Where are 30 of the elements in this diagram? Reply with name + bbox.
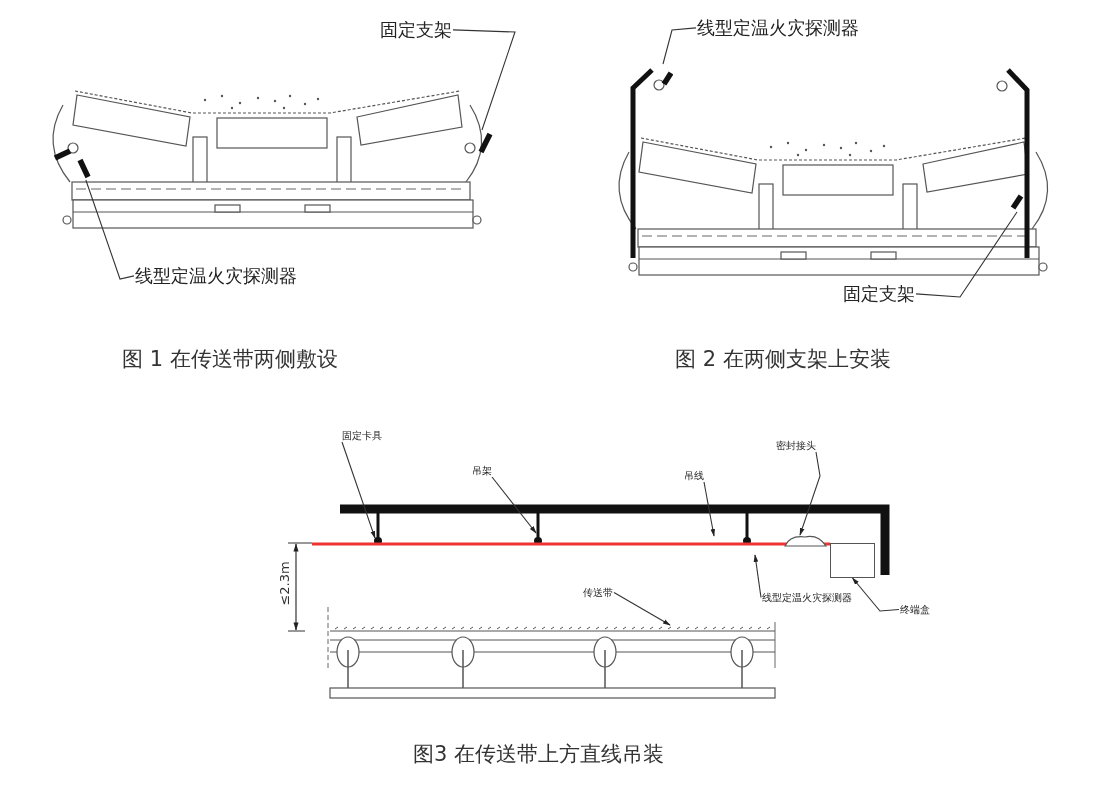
callout-label: 密封接头 — [776, 440, 816, 451]
callout-label: 固定支架 — [380, 20, 452, 40]
callout-label: 线型定温火灾探测器 — [762, 592, 852, 603]
callout-label: 吊架 — [472, 465, 492, 476]
leader-line — [799, 451, 821, 536]
callout-label: 吊线 — [684, 470, 704, 481]
leader-line — [753, 554, 762, 599]
leader-line — [491, 476, 537, 534]
leader-line — [662, 27, 697, 65]
detector-icon — [51, 142, 92, 180]
dimension-label: ≤2.3m — [276, 561, 292, 606]
leader-line — [915, 211, 1018, 298]
leader-line — [452, 29, 516, 131]
callout-label: 固定卡具 — [342, 430, 382, 441]
figure-caption: 图3 在传送带上方直线吊装 — [413, 741, 665, 768]
leader-line — [613, 591, 671, 626]
leader-line — [851, 577, 900, 612]
detector-icon — [1008, 192, 1026, 212]
terminal-box — [830, 543, 875, 578]
callout-label: 终端盒 — [900, 604, 930, 615]
figure-caption: 图 1 在传送带两侧敷设 — [122, 346, 338, 373]
leader-line — [341, 441, 376, 539]
callout-label: 固定支架 — [843, 284, 915, 304]
callout-label: 传送带 — [583, 587, 613, 598]
leader-line — [85, 179, 135, 280]
figure-caption: 图 2 在两侧支架上安装 — [675, 346, 891, 373]
callout-label: 线型定温火灾探测器 — [697, 18, 859, 38]
detector-icon — [464, 130, 494, 155]
leader-line — [703, 481, 715, 537]
callout-label: 线型定温火灾探测器 — [135, 266, 297, 286]
